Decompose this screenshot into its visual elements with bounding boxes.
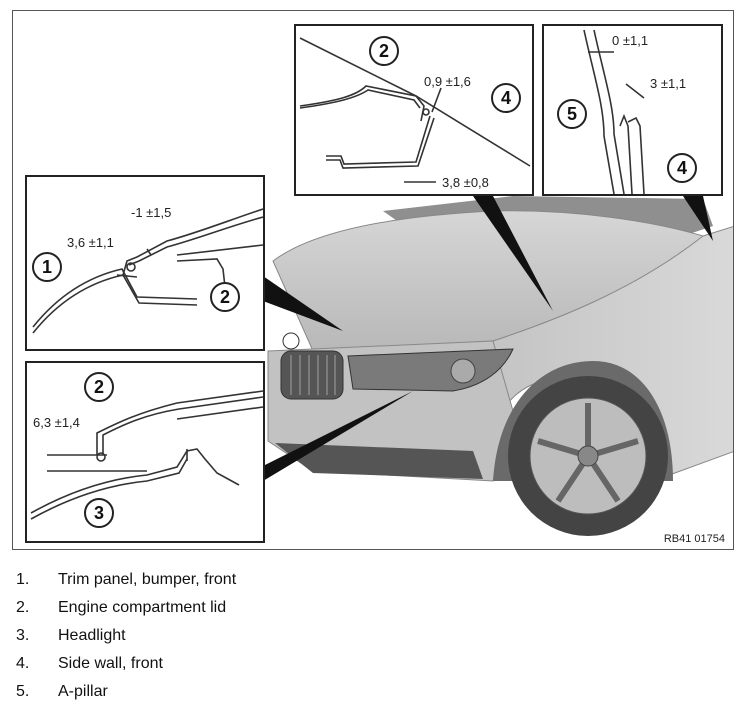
- inset-c-dim-2: 3,6 ±1,1: [67, 235, 114, 250]
- legend-number: 3.: [16, 627, 30, 644]
- pointer-wedge-right: [683, 196, 713, 241]
- legend-text: Trim panel, bumper, front: [58, 571, 237, 588]
- legend-number: 1.: [16, 571, 30, 588]
- legend-item: 2. Engine compartment lid: [16, 594, 236, 622]
- legend-item: 1. Trim panel, bumper, front: [16, 566, 236, 594]
- inset-c-dim-1: -1 ±1,5: [131, 205, 171, 220]
- pointer-wedge-lower: [263, 391, 413, 481]
- brand-badge: [282, 332, 300, 350]
- inset-b-callout-1: 5: [567, 104, 577, 124]
- inset-d-callout-2: 3: [94, 503, 104, 523]
- legend-number: 2.: [16, 599, 30, 616]
- inset-a-callout-2: 4: [501, 88, 511, 108]
- inset-d-dim-1: 6,3 ±1,4: [33, 415, 80, 430]
- inset-apillar-sidewall: 5 4 0 ±1,1 3 ±1,1: [542, 24, 723, 196]
- inset-b-dim-1: 0 ±1,1: [612, 33, 648, 48]
- legend-number: 5.: [16, 683, 30, 700]
- inset-a-dim-2: 3,8 ±0,8: [442, 175, 489, 190]
- legend-number: 4.: [16, 655, 30, 672]
- headlight: [347, 348, 514, 392]
- legend-text: A-pillar: [58, 683, 108, 700]
- inset-c-callout-1: 1: [42, 257, 52, 277]
- pointer-wedge-left: [263, 276, 343, 331]
- legend-text: Side wall, front: [58, 655, 163, 672]
- inset-a-dim-1: 0,9 ±1,6: [424, 74, 471, 89]
- lower-intake: [275, 443, 483, 479]
- car-illustration: [263, 196, 733, 536]
- legend-item: 4. Side wall, front: [16, 650, 236, 678]
- legend-item: 3. Headlight: [16, 622, 236, 650]
- legend-text: Engine compartment lid: [58, 599, 227, 616]
- inset-hood-sidewall: 2 4 0,9 ±1,6 3,8 ±0,8: [294, 24, 534, 196]
- pointer-wedge-top: [473, 196, 553, 311]
- inset-c-callout-2: 2: [220, 287, 230, 307]
- legend-list: 1. Trim panel, bumper, front 2. Engine com…: [16, 566, 236, 706]
- inset-d-callout-1: 2: [94, 377, 104, 397]
- inset-b-dim-2: 3 ±1,1: [650, 76, 686, 91]
- figure-reference-code: RB41 01754: [663, 533, 725, 545]
- inset-hood-headlight: 2 3 6,3 ±1,4: [25, 361, 265, 543]
- inset-bumper-hood: 1 2 -1 ±1,5 3,6 ±1,1: [25, 175, 265, 351]
- diagram-figure: 2 4 0,9 ±1,6 3,8 ±0,8 5 4 0 ±1,1 3 ±1,1: [12, 10, 734, 550]
- inset-a-callout-1: 2: [379, 41, 389, 61]
- legend-text: Headlight: [58, 627, 126, 644]
- inset-b-callout-2: 4: [677, 158, 687, 178]
- legend-item: 5. A-pillar: [16, 678, 236, 706]
